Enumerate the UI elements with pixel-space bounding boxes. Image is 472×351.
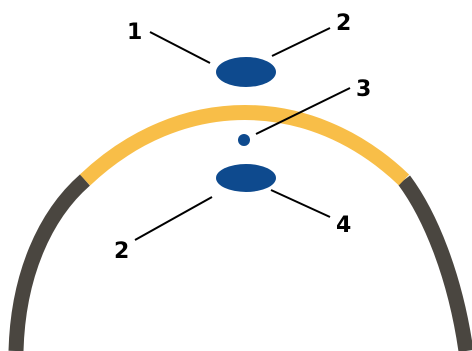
leader-line-center-right (255, 87, 351, 135)
callout-label-top-left: 1 (127, 20, 142, 45)
leader-line-top-left (149, 31, 211, 64)
leader-line-bottom-right (270, 189, 331, 218)
callout-label-top-right: 2 (336, 11, 351, 36)
lower-oval-marker (216, 164, 276, 192)
upper-oval-marker (216, 57, 276, 87)
leader-line-bottom-left (134, 196, 213, 241)
arc-highlight-segment (79, 105, 410, 186)
leader-line-top-right (271, 27, 331, 57)
arc-right-segment (397, 175, 472, 351)
center-dot-marker (238, 134, 250, 146)
arc-left-segment (8, 174, 91, 351)
callout-label-bottom-left: 2 (114, 239, 129, 264)
callout-label-bottom-right: 4 (336, 213, 351, 238)
callout-label-center-right: 3 (356, 77, 371, 102)
